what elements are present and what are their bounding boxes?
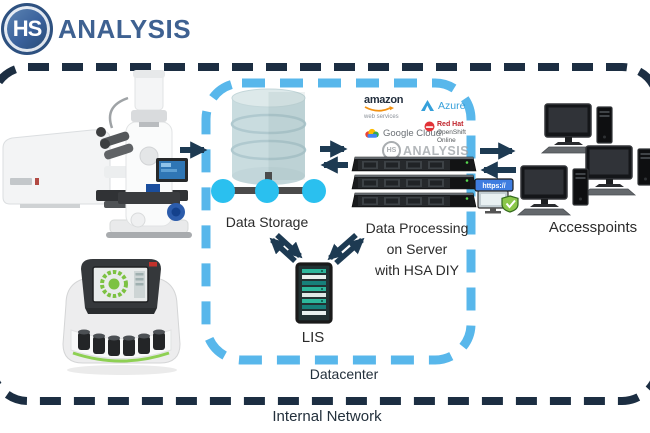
lis-rack-icon bbox=[295, 262, 333, 324]
https-secure-icon: https:// bbox=[474, 178, 519, 214]
internal-network-label: Internal Network bbox=[272, 408, 382, 425]
server-unit bbox=[351, 156, 477, 172]
redhat-wordmark: Red Hat bbox=[437, 121, 464, 128]
lab-analyzer-icon bbox=[62, 259, 181, 375]
aws-wordmark: amazon bbox=[364, 94, 404, 106]
network-node-right bbox=[302, 179, 326, 203]
checkmark-shield-icon bbox=[501, 195, 519, 213]
server-stack-icon bbox=[351, 156, 477, 208]
aws-smile-icon bbox=[364, 106, 394, 112]
datacenter-label: Datacenter bbox=[309, 366, 379, 382]
data-storage-label: Data Storage bbox=[225, 214, 309, 230]
data-processing-label: Data Processing on Server with HSA DIY bbox=[365, 220, 469, 278]
server-unit bbox=[351, 174, 477, 190]
microscope-icon bbox=[2, 70, 192, 238]
server-unit bbox=[351, 192, 477, 208]
network-node-center bbox=[255, 179, 279, 203]
redhat-openshift-logo: Red Hat OpenShift Online bbox=[424, 121, 466, 144]
accesspoints-label: Accesspoints bbox=[548, 219, 638, 236]
online-text: Online bbox=[437, 136, 456, 144]
openshift-text: OpenShift bbox=[437, 129, 466, 137]
analyzer-vials bbox=[78, 329, 165, 356]
logo-wordmark: ANALYSIS bbox=[58, 13, 192, 44]
lis-label: LIS bbox=[301, 329, 325, 346]
logo-monogram-icon: HS bbox=[1, 3, 53, 55]
redhat-icon bbox=[424, 121, 435, 132]
desktop-computer bbox=[582, 145, 650, 196]
google-cloud-logo: Google Cloud bbox=[364, 128, 441, 139]
azure-logo: Azure bbox=[421, 100, 465, 112]
hs-analysis-logo: HS ANALYSIS bbox=[1, 3, 191, 55]
desktop-computer bbox=[517, 165, 589, 216]
accesspoints-icon bbox=[517, 103, 650, 216]
google-cloud-wordmark: Google Cloud bbox=[383, 128, 442, 139]
data-storage-icon bbox=[211, 88, 326, 203]
google-cloud-icon bbox=[365, 128, 379, 138]
azure-icon bbox=[421, 100, 434, 111]
azure-wordmark: Azure bbox=[438, 100, 466, 112]
network-node-left bbox=[211, 179, 235, 203]
https-label: https:// bbox=[482, 183, 505, 190]
hsa-gray-wordmark: ANALYSIS bbox=[403, 143, 470, 158]
logo-monogram-text: HS bbox=[12, 16, 43, 41]
aws-subtext: web services bbox=[364, 114, 399, 120]
aws-logo: amazon web services bbox=[364, 94, 416, 121]
